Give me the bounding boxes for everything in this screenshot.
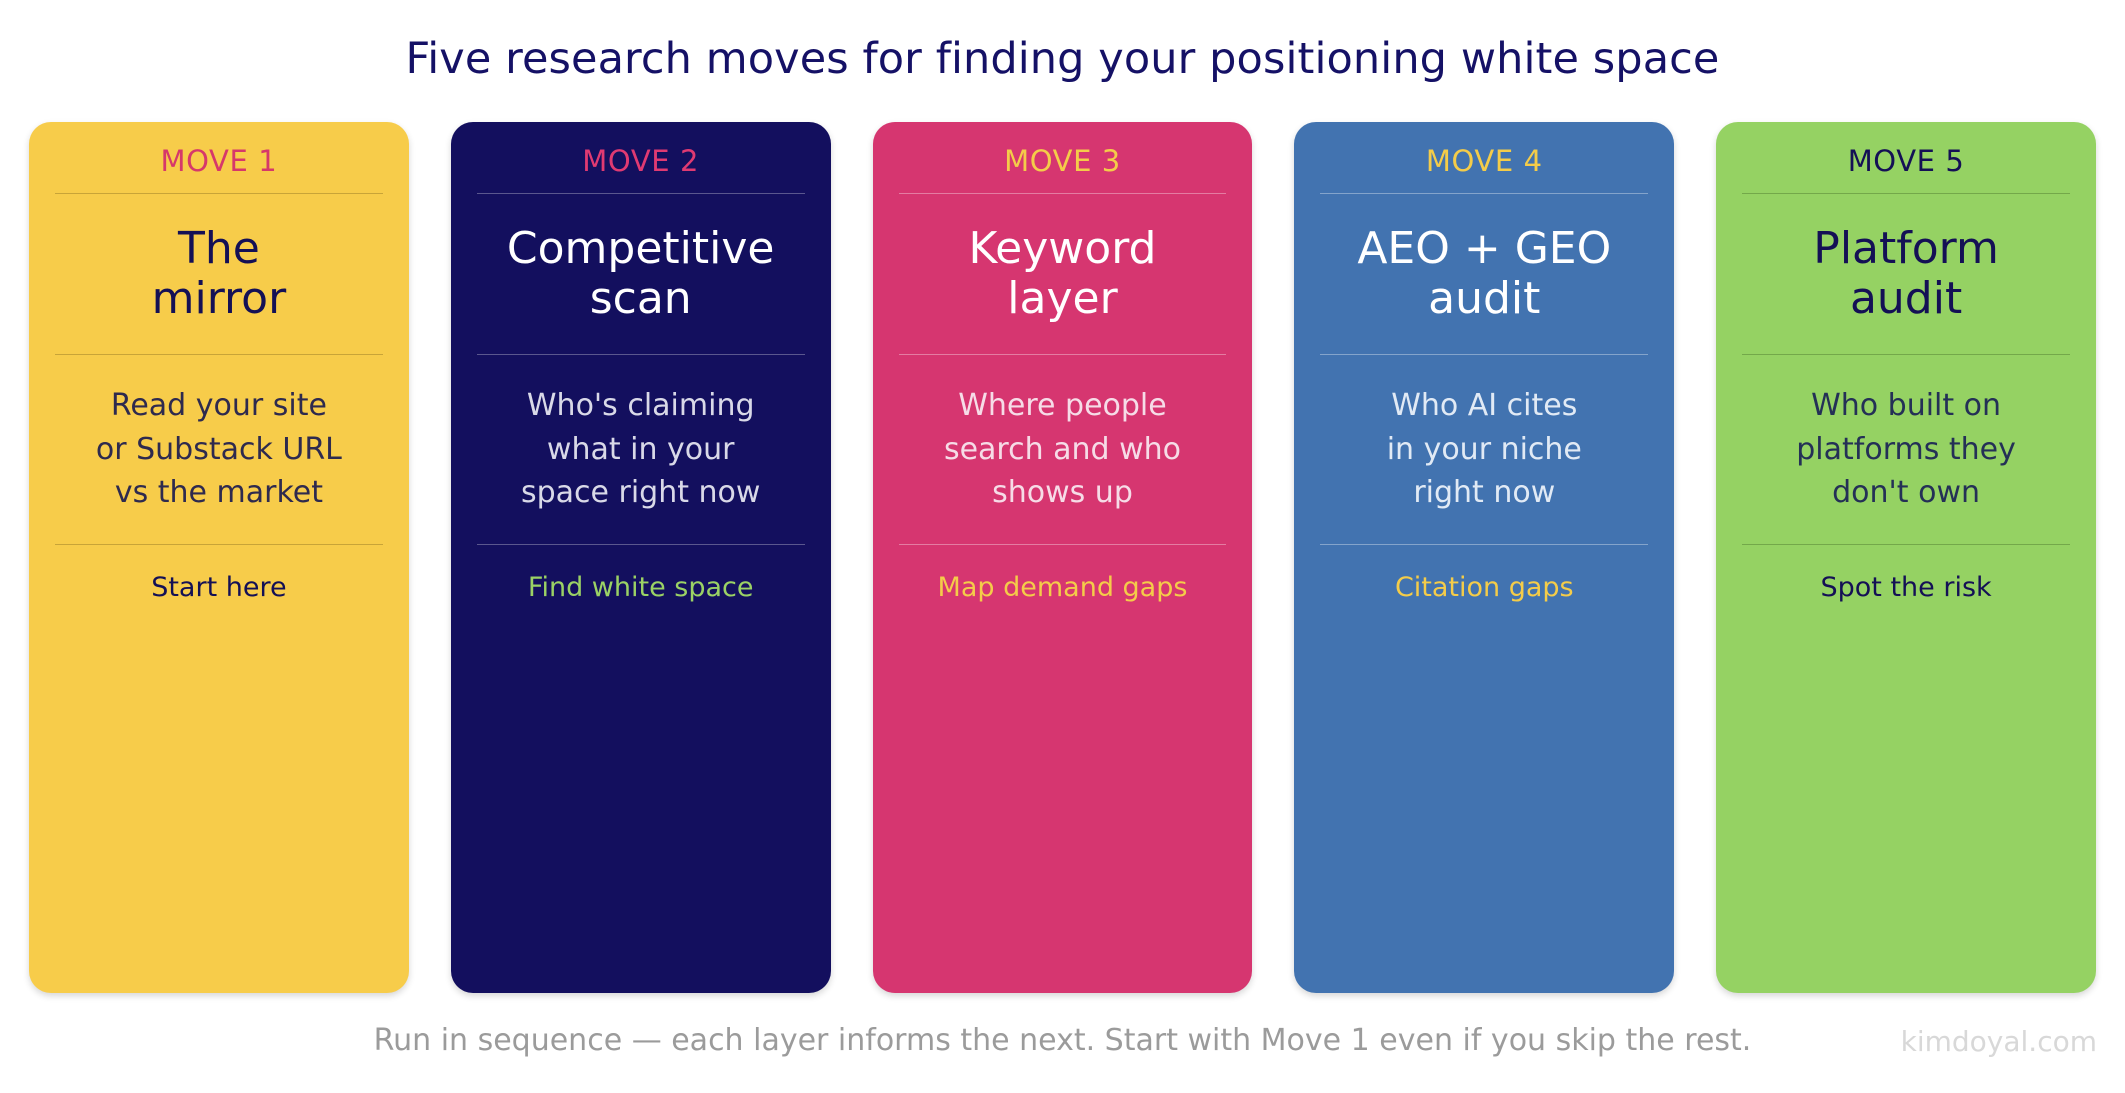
- move-card-action: Find white space: [527, 571, 754, 603]
- move-card-label: MOVE 3: [1004, 144, 1121, 178]
- card-divider: [476, 192, 805, 194]
- card-divider: [55, 543, 383, 545]
- card-divider: [898, 543, 1227, 545]
- move-card-description: Who's claiming what in your space right …: [520, 388, 761, 511]
- card-divider: [55, 192, 383, 194]
- move-card-label: MOVE 2: [582, 144, 700, 178]
- move-card-title: Keyword layer: [968, 222, 1157, 324]
- card-divider: [55, 354, 383, 356]
- card-divider: [898, 354, 1227, 356]
- card-divider: [1320, 543, 1649, 545]
- card-divider: [1742, 543, 2070, 545]
- card-divider: [1320, 354, 1649, 356]
- move-card-action: Citation gaps: [1394, 571, 1574, 603]
- move-card-description: Who AI cites in your niche right now: [1386, 388, 1582, 511]
- move-card-label: MOVE 1: [160, 144, 278, 178]
- card-divider: [898, 192, 1227, 194]
- move-card-title: Competitive scan: [506, 222, 775, 324]
- card-divider: [476, 354, 805, 356]
- move-card-description: Who built on platforms they don't own: [1796, 388, 2016, 511]
- move-card-description: Where people search and who shows up: [943, 388, 1182, 511]
- card-divider: [1320, 192, 1649, 194]
- page-title: Five research moves for finding your pos…: [405, 34, 1720, 84]
- move-card-action: Spot the risk: [1820, 571, 1992, 603]
- card-divider: [1742, 354, 2070, 356]
- move-card-action: Start here: [151, 571, 287, 603]
- move-card-title: AEO + GEO audit: [1357, 222, 1612, 324]
- move-card-action: Map demand gaps: [937, 571, 1188, 603]
- footer-note: Run in sequence — each layer informs the…: [373, 1023, 1752, 1058]
- card-divider: [476, 543, 805, 545]
- move-card-label: MOVE 4: [1425, 144, 1543, 178]
- move-card-title: Platform audit: [1813, 222, 1999, 324]
- card-divider: [1742, 192, 2070, 194]
- move-card-label: MOVE 5: [1847, 144, 1965, 178]
- move-card-title: The mirror: [151, 222, 287, 324]
- footer-brand: kimdoyal.com: [1900, 1025, 2097, 1058]
- move-card-description: Read your site or Substack URL vs the ma…: [95, 388, 342, 511]
